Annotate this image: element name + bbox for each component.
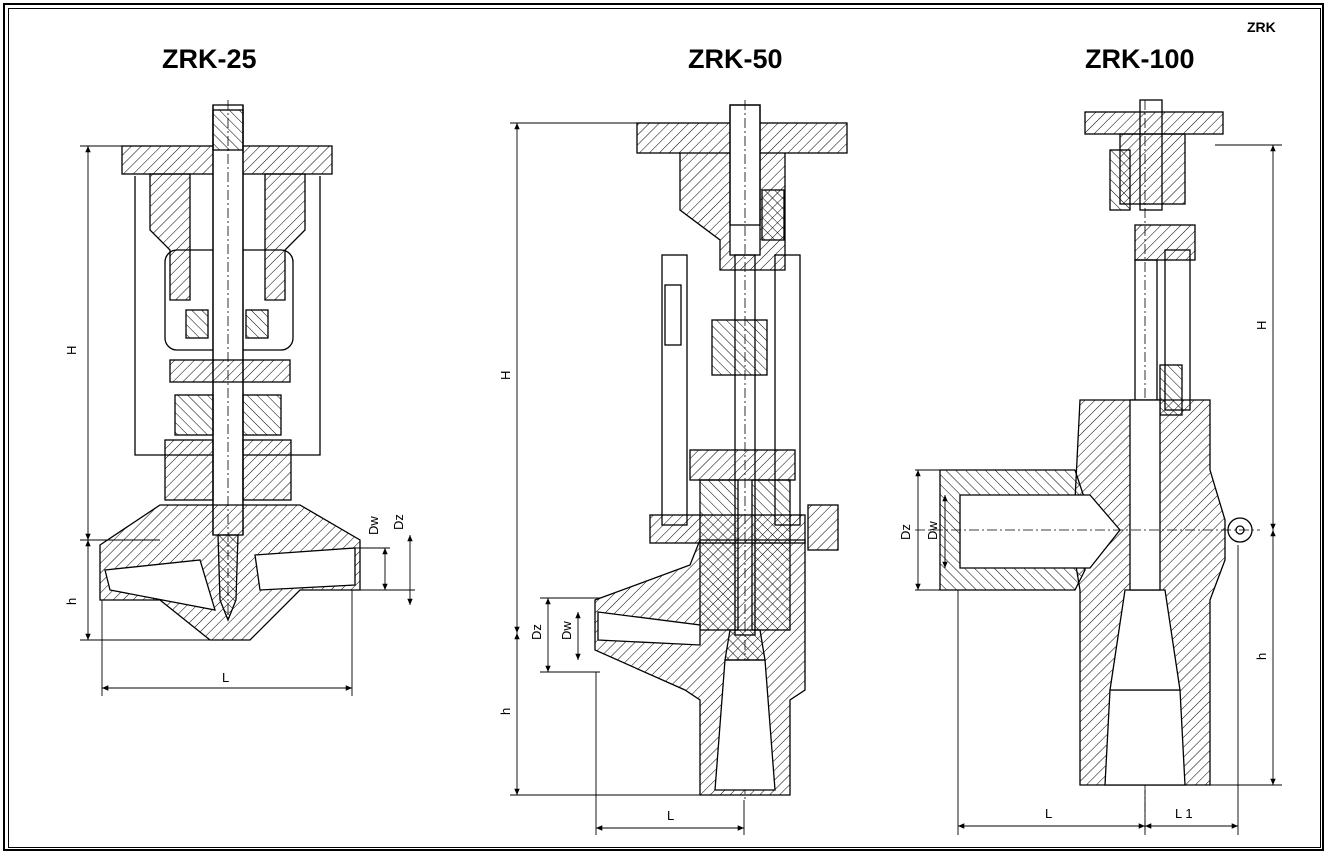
zrk100-dim-L: L (1045, 806, 1052, 821)
valve-zrk-25 (99, 100, 361, 641)
zrk25-bonnet-right (264, 173, 306, 301)
drawing-frame-outer (3, 3, 1324, 851)
zrk100-dim-Dw: Dw (925, 521, 940, 540)
zrk100-top-flange (1084, 111, 1224, 135)
valve-zrk-50 (594, 100, 848, 800)
zrk50-dimensions (510, 122, 790, 835)
title-zrk-50: ZRK-50 (688, 44, 783, 74)
zrk25-dim-H: H (64, 346, 79, 355)
title-zrk-100: ZRK-100 (1085, 44, 1195, 74)
zrk50-dim-Dw: Dw (559, 621, 574, 640)
zrk100-dim-L1: L 1 (1175, 806, 1193, 821)
corner-series-tag: ZRK (1247, 19, 1276, 35)
drawing-frame-inner (8, 8, 1321, 848)
zrk50-dim-H: H (498, 371, 513, 380)
title-zrk-25: ZRK-25 (162, 44, 257, 74)
zrk25-dimensions (80, 145, 415, 696)
zrk50-dim-h: h (498, 708, 513, 715)
zrk100-dim-H: H (1254, 321, 1269, 330)
zrk50-body (594, 539, 806, 796)
zrk100-dim-h: h (1254, 653, 1269, 660)
zrk100-dimensions (915, 144, 1282, 835)
zrk25-dim-L: L (222, 670, 229, 685)
zrk25-dim-Dz: Dz (391, 514, 406, 530)
zrk100-dim-Dz: Dz (898, 524, 913, 540)
zrk25-dim-h: h (64, 598, 79, 605)
zrk25-dim-Dw: Dw (366, 516, 381, 535)
zrk50-dim-Dz: Dz (529, 624, 544, 640)
zrk25-bonnet-left (149, 173, 191, 301)
valve-zrk-100 (915, 99, 1260, 830)
zrk50-dim-L: L (667, 808, 674, 823)
